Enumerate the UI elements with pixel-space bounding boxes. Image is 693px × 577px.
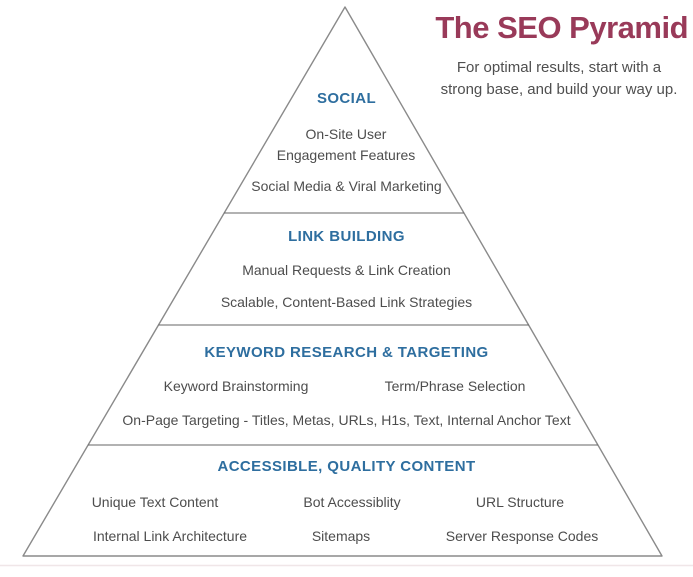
tier-1-item-social-media-viral-marketing: Social Media & Viral Marketing — [251, 178, 442, 194]
tier-2-heading-link-building: LINK BUILDING — [288, 228, 405, 245]
diagram-title: The SEO Pyramid — [435, 10, 688, 45]
tier-4-item-internal-link-architecture: Internal Link Architecture — [92, 528, 248, 544]
tier-1-item-onsite-user-engagement: On-Site User Engagement Features — [276, 126, 416, 163]
tier-4-item-server-response-codes: Server Response Codes — [445, 528, 599, 544]
pyramid-outline — [22, 6, 663, 557]
tier-3-heading-keyword-research: KEYWORD RESEARCH & TARGETING — [204, 344, 489, 361]
diagram-subtitle-line-2: strong base, and build your way up. — [440, 81, 678, 98]
tier-1-heading-social: SOCIAL — [316, 90, 377, 107]
tier-2-item-scalable-link-strategies: Scalable, Content-Based Link Strategies — [220, 294, 473, 310]
tier-4-heading-accessible-quality-content: ACCESSIBLE, QUALITY CONTENT — [217, 458, 476, 475]
tier-4-item-url-structure: URL Structure — [475, 494, 565, 510]
tier-3-item-on-page-targeting: On-Page Targeting - Titles, Metas, URLs,… — [122, 412, 571, 428]
tier-4-item-unique-text-content: Unique Text Content — [91, 494, 219, 510]
tier-3-item-term-phrase-selection: Term/Phrase Selection — [384, 378, 526, 394]
tier-4-item-sitemaps: Sitemaps — [311, 528, 371, 544]
diagram-subtitle-line-1: For optimal results, start with a — [456, 59, 662, 76]
tier-3-item-keyword-brainstorming: Keyword Brainstorming — [163, 378, 309, 394]
tier-4-item-bot-accessibility: Bot Accessiblity — [303, 494, 401, 510]
tier-2-item-manual-requests: Manual Requests & Link Creation — [242, 262, 451, 278]
